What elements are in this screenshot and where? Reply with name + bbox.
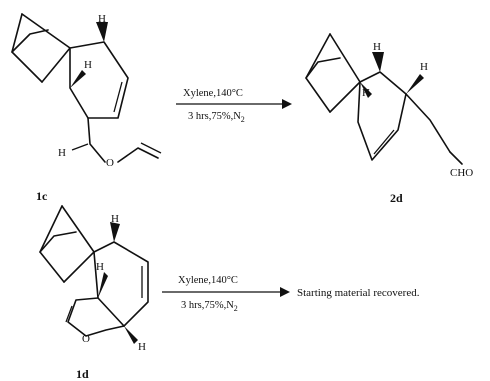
- compound-1d: H H H O: [39, 205, 149, 353]
- stereo-wedge: [406, 74, 424, 94]
- compound-label-2d: 2d: [390, 191, 403, 205]
- stereo-wedge: [372, 52, 384, 72]
- compound-2d: H H H CHO: [305, 33, 473, 179]
- compound-label-1c: 1c: [36, 189, 48, 203]
- reaction-arrow-2: [162, 287, 290, 297]
- reaction-conditions-top: Xylene,140°C: [178, 275, 238, 286]
- compound-label-1d: 1d: [76, 367, 89, 381]
- compound-1c: H H H O: [11, 13, 162, 169]
- hydrogen-label: H: [96, 261, 104, 273]
- hydrogen-label: H: [420, 61, 428, 73]
- hydrogen-label: H: [362, 87, 370, 99]
- reaction-arrow-1: [176, 99, 292, 109]
- stereo-wedge: [124, 326, 138, 344]
- reaction-conditions-bottom: 3 hrs,75%,N2: [188, 111, 245, 124]
- stereo-wedge: [110, 222, 120, 242]
- stereo-wedge: [98, 272, 108, 298]
- hydrogen-label: H: [373, 41, 381, 53]
- stereo-wedge: [70, 70, 86, 88]
- hydrogen-label: H: [138, 341, 146, 353]
- hydrogen-label: H: [58, 147, 66, 159]
- reaction-conditions-top: Xylene,140°C: [183, 88, 243, 99]
- reaction-conditions-bottom: 3 hrs,75%,N2: [181, 300, 238, 313]
- oxygen-label: O: [82, 333, 90, 345]
- aldehyde-label: CHO: [450, 167, 473, 179]
- stereo-wedge: [360, 82, 372, 98]
- reaction-result-text: Starting material recovered.: [297, 287, 420, 299]
- hydrogen-label: H: [84, 59, 92, 71]
- hydrogen-label: H: [98, 13, 106, 25]
- hydrogen-label: H: [111, 213, 119, 225]
- stereo-wedge: [96, 22, 108, 42]
- oxygen-label: O: [106, 157, 114, 169]
